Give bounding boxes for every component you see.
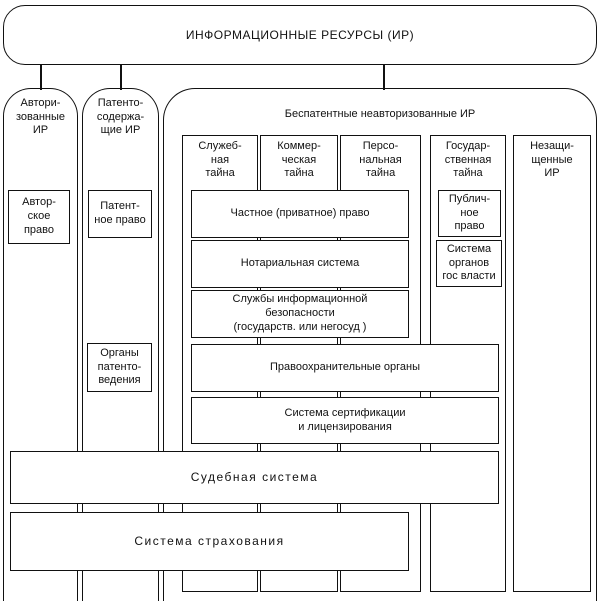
connector — [383, 65, 385, 90]
box-copyright-law: Автор- ское право — [8, 190, 70, 244]
column-patent — [82, 88, 159, 601]
box-infosec-services: Службы информационной безопасности (госу… — [191, 290, 409, 338]
column-authorized-label: Автори- зованные ИР — [15, 96, 66, 137]
root-node-information-resources: ИНФОРМАЦИОННЫЕ РЕСУРСЫ (ИР) — [3, 5, 597, 65]
box-certification: Система сертификации и лицензирования — [191, 397, 499, 444]
box-patent-bodies: Органы патенто- ведения — [87, 343, 152, 392]
box-government-bodies: Система органов гос власти — [436, 240, 502, 287]
box-public-law: Публич- ное право — [438, 190, 501, 237]
subcolumn-unprotected — [513, 135, 591, 592]
box-judicial-system: Судебная система — [10, 451, 499, 504]
box-insurance-system: Система страхования — [10, 512, 409, 571]
subcolumn-label: Незащи- щенные ИР — [530, 139, 574, 180]
connector — [120, 65, 122, 90]
subcolumn-label: Коммер- ческая тайна — [277, 139, 321, 180]
connector — [40, 65, 42, 90]
column-nonpatent-label: Беспатентные неавторизованные ИР — [284, 108, 476, 121]
box-private-law: Частное (приватное) право — [191, 190, 409, 238]
box-patent-law: Патент- ное право — [88, 190, 152, 238]
subcolumn-label: Служеб- ная тайна — [198, 139, 242, 180]
column-nonpatent — [163, 88, 597, 601]
subcolumn-label: Государ- ственная тайна — [444, 139, 492, 180]
column-authorized — [3, 88, 78, 601]
column-patent-label: Патенто- содержа- щие ИР — [96, 96, 145, 137]
box-notary-system: Нотариальная система — [191, 240, 409, 288]
box-law-enforcement: Правоохранительные органы — [191, 344, 499, 392]
subcolumn-label: Персо- нальная тайна — [359, 139, 402, 180]
